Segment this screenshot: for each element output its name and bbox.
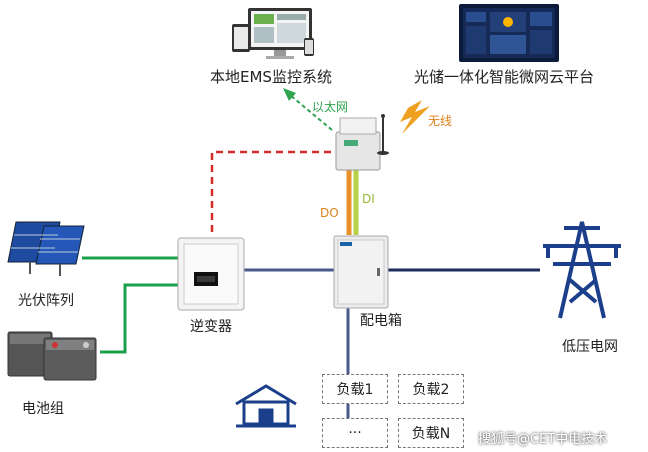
power-lines: [82, 256, 540, 440]
transmission-tower-icon: [543, 221, 621, 319]
house-icon: [235, 384, 297, 428]
inverter-label: 逆变器: [190, 319, 232, 335]
cloud-platform-label: 光储一体化智能微网云平台: [414, 68, 595, 86]
load-box-1: 负载1: [322, 374, 388, 404]
ethernet-dashed-line: [210, 150, 332, 232]
watermark: 搜狐号@CET中电技术: [478, 432, 608, 447]
cloud-platform-screen: [459, 4, 559, 62]
load-box-ellipsis: ···: [322, 418, 388, 448]
inverter-device: [177, 237, 245, 311]
battery-pack-icon: [7, 331, 97, 381]
computer-monitor-icon: [232, 8, 314, 59]
do-label: DO: [320, 206, 339, 220]
ethernet-label: 以太网: [312, 100, 349, 114]
di-label: DI: [362, 192, 375, 206]
load-box-n: 负载N: [398, 418, 464, 448]
distribution-box-label: 配电箱: [360, 313, 402, 329]
battery-pack-label: 电池组: [22, 401, 64, 417]
local-ems-label: 本地EMS监控系统: [210, 68, 332, 86]
solar-panel-icon: [7, 221, 85, 276]
ethernet-arrow: [283, 88, 333, 131]
battery-to-inverter-line: [100, 283, 178, 354]
low-voltage-grid-label: 低压电网: [562, 339, 618, 355]
gateway-device: [335, 114, 389, 171]
wireless-label: 无线: [428, 114, 453, 128]
lightning-icon: [400, 100, 430, 134]
load-box-2: 负载2: [398, 374, 464, 404]
pv-array-label: 光伏阵列: [18, 293, 74, 309]
distribution-box-device: [333, 235, 389, 309]
